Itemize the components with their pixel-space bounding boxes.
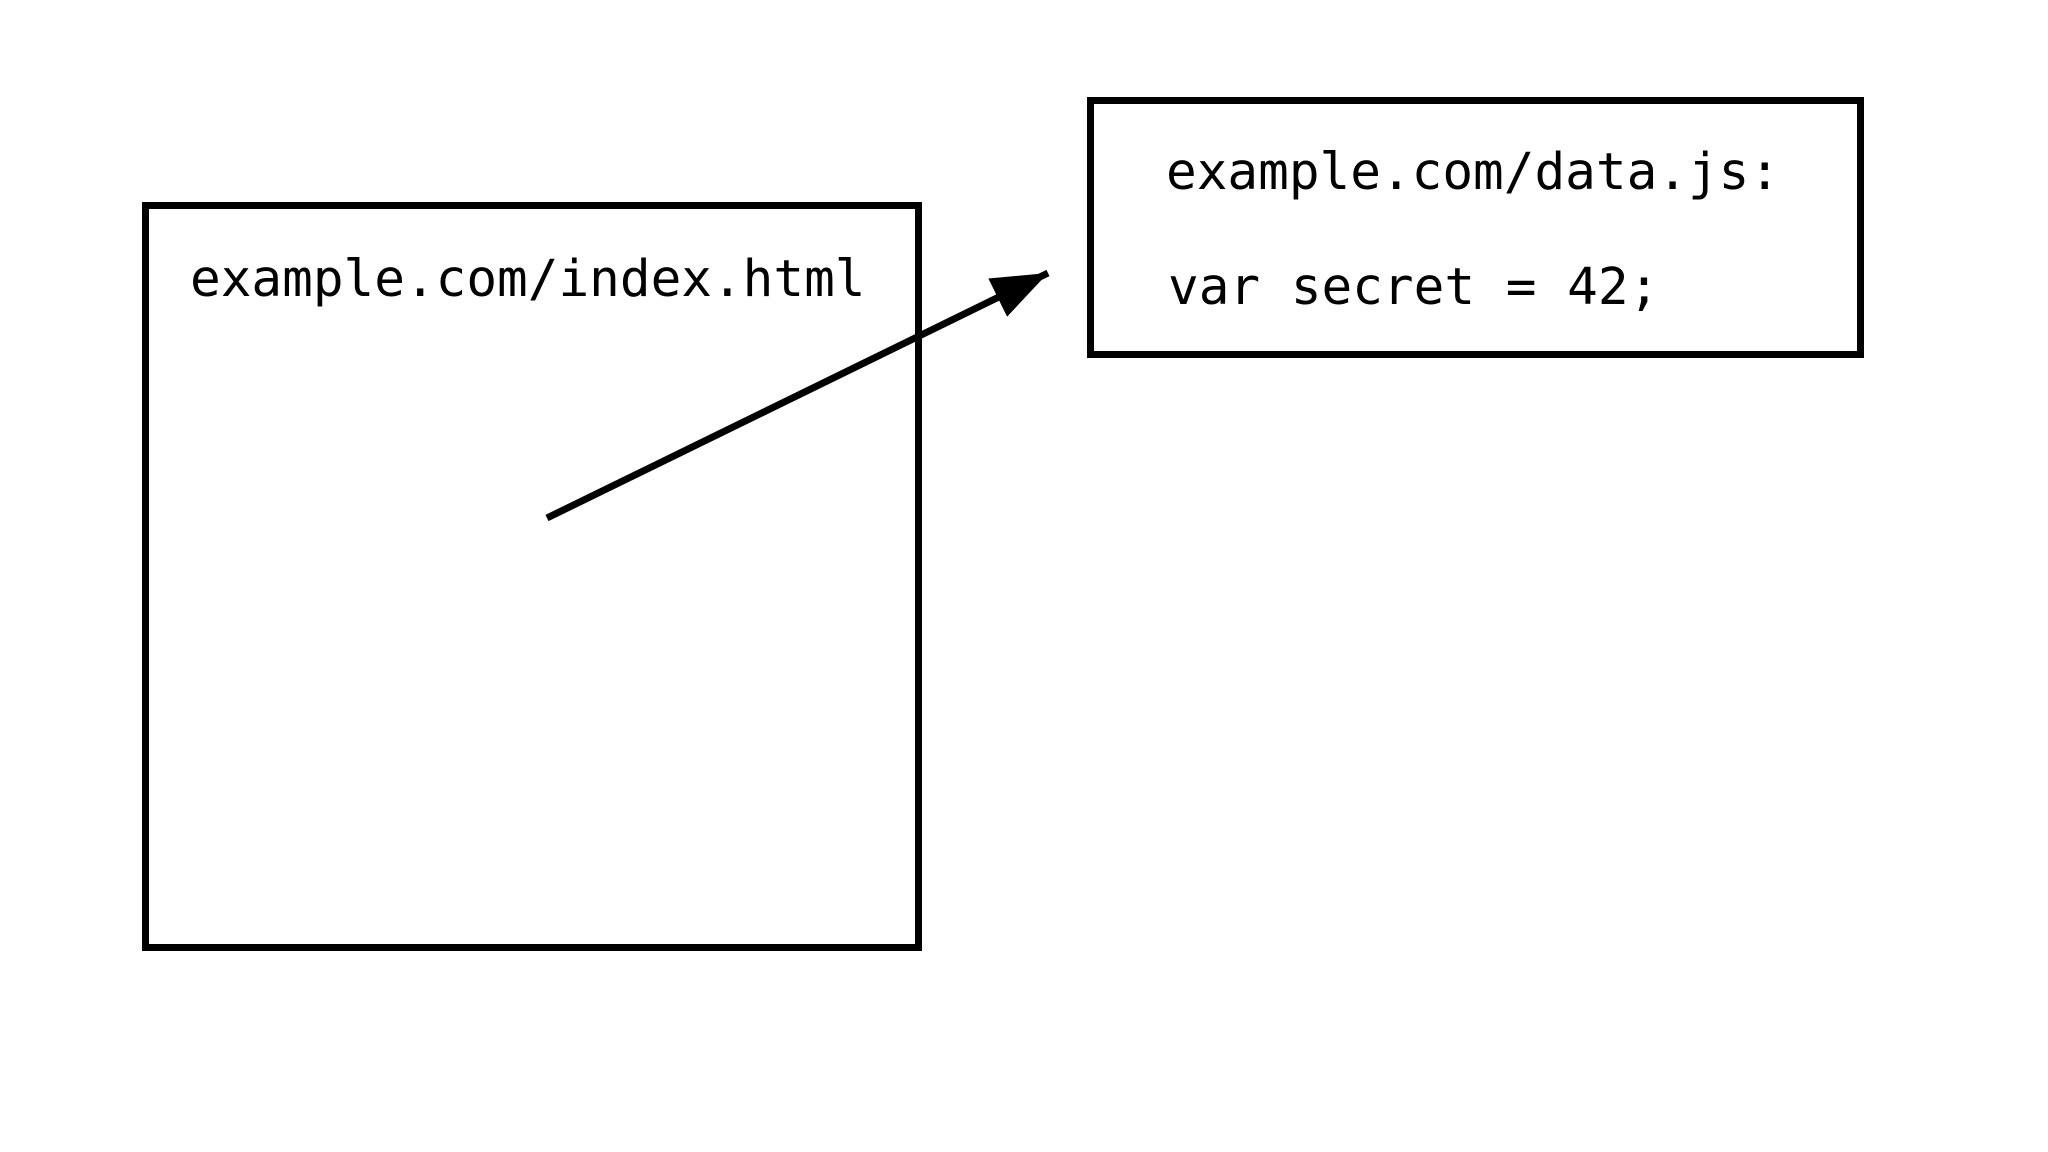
data-js-url-label: example.com/data.js: — [1166, 143, 1781, 202]
data-js-file-box: example.com/data.js: var secret = 42; — [1087, 97, 1864, 358]
data-js-code-text: var secret = 42; — [1168, 258, 1660, 317]
index-html-page-box: example.com/index.html — [142, 202, 922, 951]
index-html-url-label: example.com/index.html — [190, 250, 866, 309]
